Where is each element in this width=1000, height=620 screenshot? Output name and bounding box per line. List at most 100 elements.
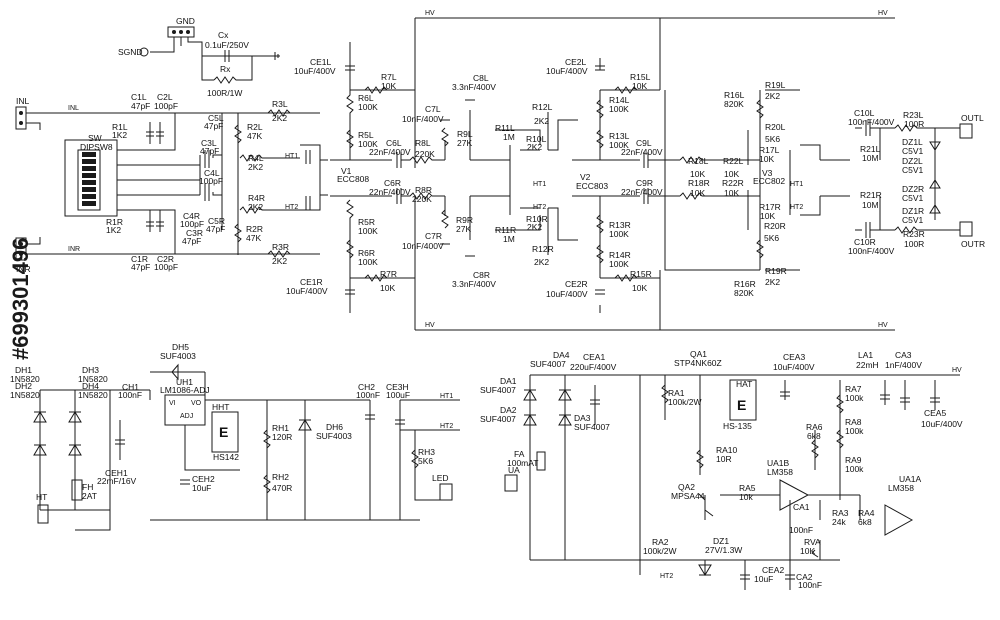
rh2-label: RH2 bbox=[272, 472, 289, 482]
c9l-value: 22nF/400V bbox=[621, 147, 663, 157]
ca1-value: 100nF bbox=[789, 525, 813, 535]
ua1a-value: LM358 bbox=[888, 483, 914, 493]
c4r-value: 100pF bbox=[180, 219, 204, 229]
c10r-label: C10R bbox=[854, 237, 876, 247]
r3l-value: 2K2 bbox=[272, 113, 287, 123]
dh2-value: 1N5820 bbox=[10, 390, 40, 400]
ca1-label: CA1 bbox=[793, 502, 810, 512]
r10l-value: 2K2 bbox=[527, 142, 542, 152]
c1r-value: 47pF bbox=[131, 262, 150, 272]
ua1b-value: LM358 bbox=[767, 467, 793, 477]
gnd-label: GND bbox=[176, 16, 195, 26]
cea2-label: CEA2 bbox=[762, 565, 784, 575]
sw-label: SW bbox=[88, 133, 102, 143]
r13l-value: 100K bbox=[609, 140, 629, 150]
hv-label-top-left: HV bbox=[425, 10, 435, 17]
r9l-label: R9L bbox=[457, 129, 473, 139]
ra3-value: 24k bbox=[832, 517, 846, 527]
c1l-label: C1L bbox=[131, 92, 147, 102]
r23l-value: 100R bbox=[904, 119, 924, 129]
cea3-value: 10uF/400V bbox=[773, 362, 815, 372]
cx-value: 0.1uF/250V bbox=[205, 40, 249, 50]
r14l-value: 100K bbox=[609, 104, 629, 114]
rva-label: RVA bbox=[804, 537, 821, 547]
hs142-label: HS142 bbox=[213, 452, 239, 462]
dz2r-value: C5V1 bbox=[902, 193, 924, 203]
la1-label: LA1 bbox=[858, 350, 873, 360]
ra1-label: RA1 bbox=[668, 388, 685, 398]
inl-net: INL bbox=[68, 105, 79, 112]
uh1-label: UH1 bbox=[176, 377, 193, 387]
r21l-value: 10M bbox=[862, 153, 879, 163]
ra1-value: 100k/2W bbox=[668, 397, 702, 407]
dz1r-value: C5V1 bbox=[902, 215, 924, 225]
inr-label: INR bbox=[16, 264, 31, 274]
dh4-label: DH4 bbox=[82, 381, 99, 391]
dz1l-value: C5V1 bbox=[902, 146, 924, 156]
stage1-passives bbox=[330, 42, 510, 313]
ce3h-label: CE3H bbox=[386, 382, 409, 392]
ceh2-label: CEH2 bbox=[192, 474, 215, 484]
hv-rails bbox=[349, 17, 895, 331]
rh1-label: RH1 bbox=[272, 423, 289, 433]
ce1r-label: CE1R bbox=[300, 277, 323, 287]
r22l-label: R22L bbox=[723, 156, 744, 166]
ra8-label: RA8 bbox=[845, 417, 862, 427]
r11l-value: 1M bbox=[503, 132, 515, 142]
ce3h-value: 100uF bbox=[386, 390, 410, 400]
ce2r-label: CE2R bbox=[565, 279, 588, 289]
r17r-value: 10K bbox=[760, 211, 775, 221]
anode-ht2-label: HT2 bbox=[660, 573, 673, 580]
tube-v1 bbox=[300, 144, 328, 211]
r18l-label: R18L bbox=[688, 156, 709, 166]
heater-ht1-label: HT1 bbox=[440, 393, 453, 400]
da2-label: DA2 bbox=[500, 405, 517, 415]
stage2-passives bbox=[595, 58, 800, 313]
r16r-value: 820K bbox=[734, 288, 754, 298]
hs135-label: HS-135 bbox=[723, 421, 752, 431]
r4r-label: R4R bbox=[248, 193, 265, 203]
r4l-value: 2K2 bbox=[248, 162, 263, 172]
ra5-label: RA5 bbox=[739, 483, 756, 493]
da1-label: DA1 bbox=[500, 376, 517, 386]
c5l-label: C5L bbox=[208, 113, 224, 123]
da4-value: SUF4007 bbox=[530, 359, 566, 369]
led-label: LED bbox=[432, 473, 449, 483]
c1r-label: C1R bbox=[131, 254, 148, 264]
ra7-label: RA7 bbox=[845, 384, 862, 394]
r4r-value: 2K2 bbox=[248, 202, 263, 212]
c7r-value: 10nF/400V bbox=[402, 241, 444, 251]
qa2-value: MPSA44 bbox=[671, 491, 705, 501]
ra7-value: 100k bbox=[845, 393, 864, 403]
cea1-value: 220uF/400V bbox=[570, 362, 617, 372]
r5l-value: 100K bbox=[358, 139, 378, 149]
dz1-label: DZ1 bbox=[713, 536, 729, 546]
ce1l-label: CE1L bbox=[310, 57, 332, 67]
c8l-value: 3.3nF/400V bbox=[452, 82, 496, 92]
hv-label-top-right: HV bbox=[878, 10, 888, 17]
r1l-value: 1K2 bbox=[112, 130, 127, 140]
r19r-value: 2K2 bbox=[765, 277, 780, 287]
c6l-label: C6L bbox=[386, 138, 402, 148]
r13r-label: R13R bbox=[609, 220, 631, 230]
r21l-label: R21L bbox=[860, 144, 881, 154]
r12r-value: 2K2 bbox=[534, 257, 549, 267]
r6l-label: R6L bbox=[358, 93, 374, 103]
r5r-label: R5R bbox=[358, 217, 375, 227]
ra9-label: RA9 bbox=[845, 455, 862, 465]
r20r-value: 5K6 bbox=[764, 233, 779, 243]
c7l-value: 10nF/400V bbox=[402, 114, 444, 124]
outr-label: OUTR bbox=[961, 239, 985, 249]
r11r-value: 1M bbox=[503, 234, 515, 244]
ua-label: UA bbox=[508, 465, 520, 475]
r22r-label: R22R bbox=[722, 178, 744, 188]
ceh2-value: 10uF bbox=[192, 483, 211, 493]
rh3-label: RH3 bbox=[418, 447, 435, 457]
r2r-value: 47K bbox=[246, 233, 261, 243]
heatsink-hat-glyph: E bbox=[737, 397, 746, 413]
ra4-label: RA4 bbox=[858, 508, 875, 518]
v2-ht1-label: HT1 bbox=[533, 181, 546, 188]
ce1l-value: 10uF/400V bbox=[294, 66, 336, 76]
ce2l-label: CE2L bbox=[565, 57, 587, 67]
da2-value: SUF4007 bbox=[480, 414, 516, 424]
